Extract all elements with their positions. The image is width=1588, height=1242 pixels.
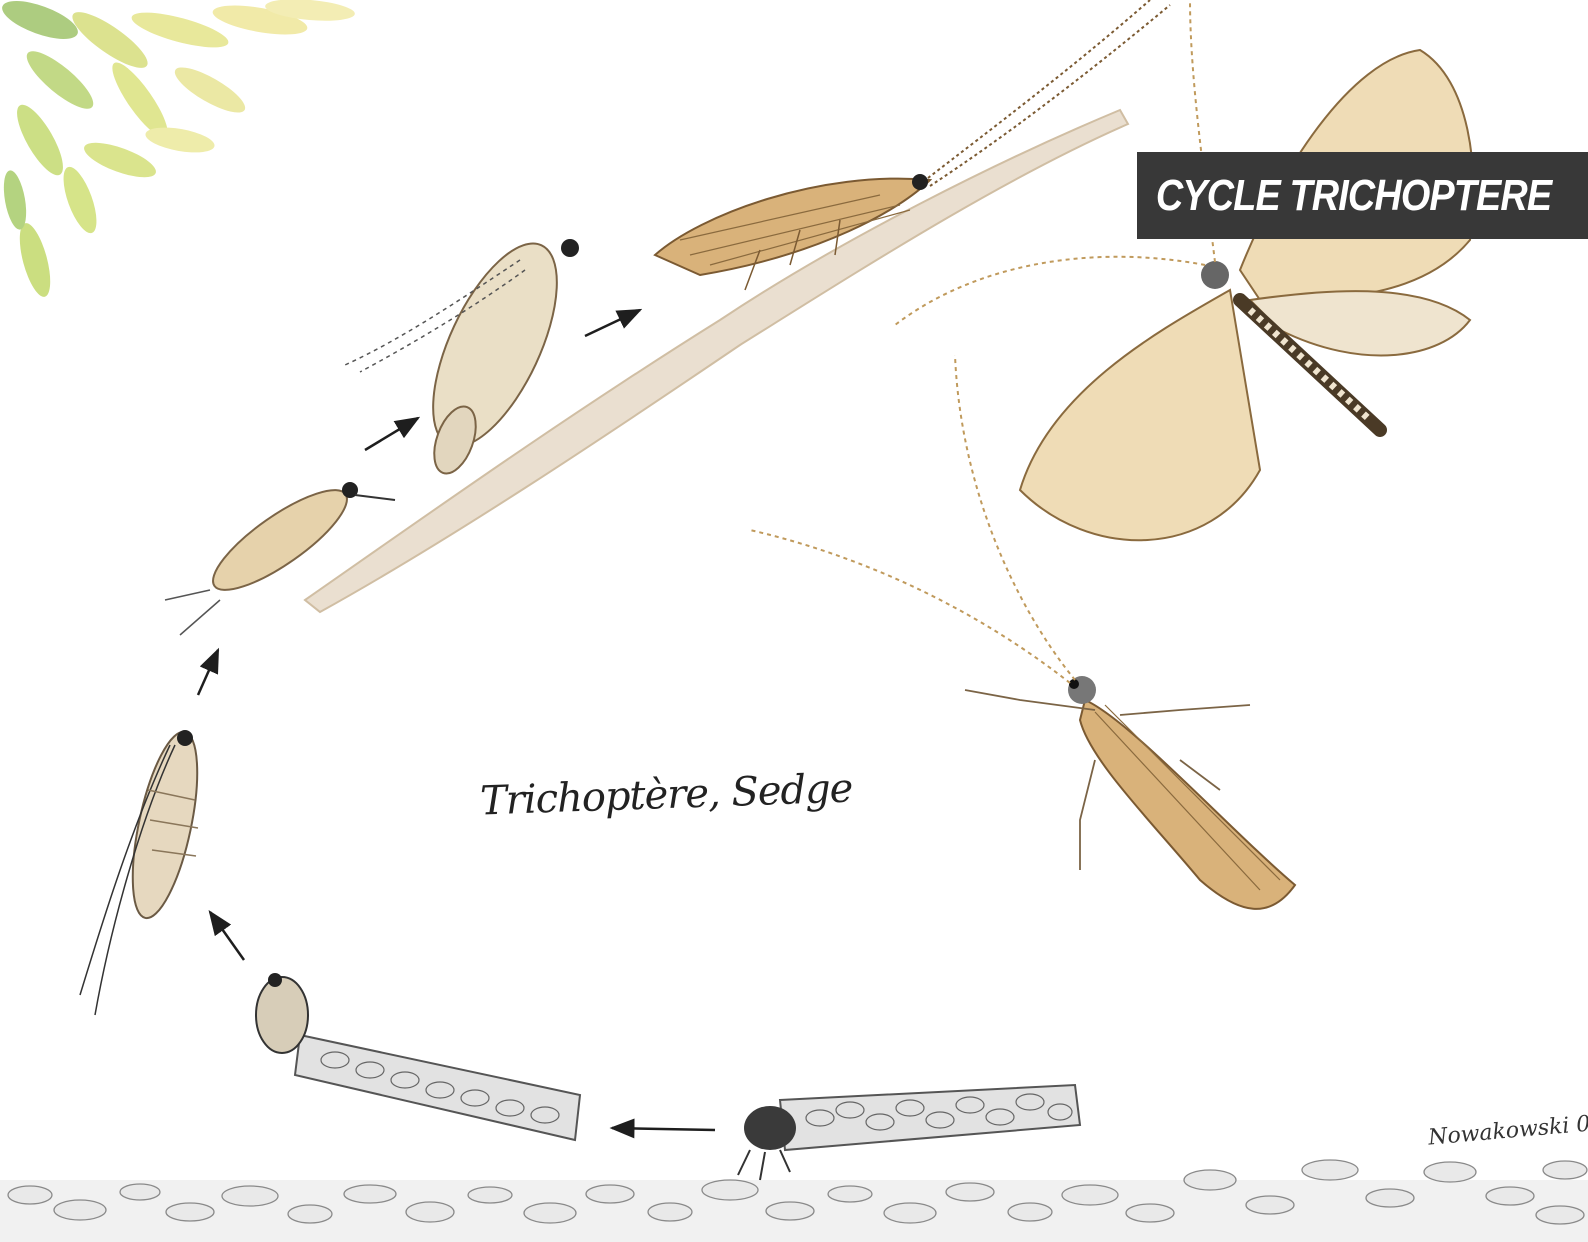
arrow-swimming-to-surface: [198, 650, 218, 695]
page-title: CYCLE TRICHOPTERE: [1137, 171, 1551, 221]
riverbed-stones: [0, 1160, 1588, 1242]
resting-adult-icon: [655, 0, 1170, 290]
title-banner: CYCLE TRICHOPTERE: [1137, 152, 1588, 239]
leaves-decoration: [0, 0, 356, 300]
arrow-emerging-to-drying: [365, 418, 418, 450]
flying-adult-icon: [895, 0, 1473, 540]
caddis-pupa-case-icon: [256, 973, 580, 1140]
arrow-larva-to-pupa: [612, 1128, 715, 1130]
swimming-pupa-icon: [80, 727, 210, 1015]
arrow-case-to-swimming: [210, 912, 244, 960]
arrow-drying-to-resting: [585, 310, 640, 336]
twig: [305, 110, 1128, 612]
caddis-larva-case-icon: [738, 1085, 1080, 1180]
emerging-adult-icon: [165, 474, 395, 635]
